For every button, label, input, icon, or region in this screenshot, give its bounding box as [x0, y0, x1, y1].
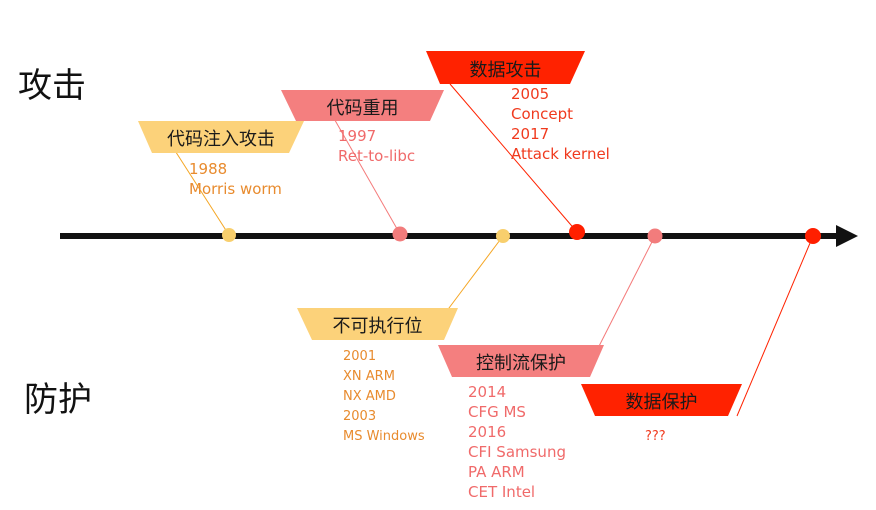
detail-line: CFI Samsung — [468, 443, 566, 461]
dot-data-protection — [805, 228, 821, 244]
detail-line: Ret-to-libc — [338, 147, 416, 165]
attack-label: 攻击 — [18, 66, 86, 106]
tag-cfi-shape — [438, 345, 604, 377]
connector-code-reuse — [331, 114, 401, 235]
tag-data-protection-title: 数据保护 — [625, 392, 698, 413]
connector-nx — [439, 235, 504, 321]
detail-line: CET Intel — [468, 483, 536, 501]
details-data-attack: 2005 Concept 2017 Attack kernel — [511, 84, 610, 164]
detail-line: MS Windows — [343, 429, 425, 444]
detail-line: Concept — [511, 105, 574, 123]
detail-line: 2014 — [468, 383, 507, 401]
dot-cfi — [647, 228, 663, 244]
connector-code-injection — [171, 145, 230, 236]
detail-line: NX AMD — [343, 389, 396, 404]
detail-line: 2017 — [511, 125, 550, 143]
detail-line: 2001 — [343, 349, 377, 364]
details-code-reuse: 1997 Ret-to-libc — [338, 126, 415, 166]
detail-line: PA ARM — [468, 463, 525, 481]
details-code-injection: 1988 Morris worm — [189, 159, 282, 199]
dot-code-injection — [222, 228, 236, 242]
tag-code-injection-title: 代码注入攻击 — [167, 129, 275, 150]
dot-nx — [496, 229, 510, 243]
details-data-protection: ??? — [645, 427, 666, 447]
details-nx: 2001 XN ARM NX AMD 2003 MS Windows — [343, 347, 425, 447]
defense-label: 防护 — [24, 380, 92, 420]
connector-data-protection — [736, 235, 814, 417]
detail-line: XN ARM — [343, 369, 395, 384]
tag-data-attack-shape — [426, 51, 585, 84]
tag-cfi-title: 控制流保护 — [476, 353, 566, 374]
details-cfi: 2014 CFG MS 2016 CFI Samsung PA ARM CET … — [468, 382, 566, 502]
connector-data-attack — [449, 83, 578, 233]
tag-code-reuse-shape — [281, 90, 444, 121]
tag-nx-title: 不可执行位 — [332, 316, 423, 337]
timeline-arrowhead — [836, 225, 858, 247]
detail-line: 1988 — [189, 160, 228, 178]
dot-data-attack — [569, 224, 585, 240]
detail-line: CFG MS — [468, 403, 526, 421]
detail-line: 2016 — [468, 423, 507, 441]
detail-line: 1997 — [338, 127, 377, 145]
dot-code-reuse — [392, 226, 408, 242]
tag-nx-shape — [297, 308, 458, 340]
connector-cfi — [592, 235, 656, 359]
tag-code-injection-shape — [138, 121, 304, 153]
tag-data-protection-shape — [581, 384, 742, 416]
tag-data-attack-title: 数据攻击 — [469, 60, 542, 81]
detail-line: Morris worm — [189, 180, 282, 198]
detail-line: 2005 — [511, 85, 550, 103]
tag-code-reuse-title: 代码重用 — [326, 98, 399, 119]
detail-line: ??? — [645, 429, 666, 444]
detail-line: 2003 — [343, 409, 377, 424]
detail-line: Attack kernel — [511, 145, 610, 163]
